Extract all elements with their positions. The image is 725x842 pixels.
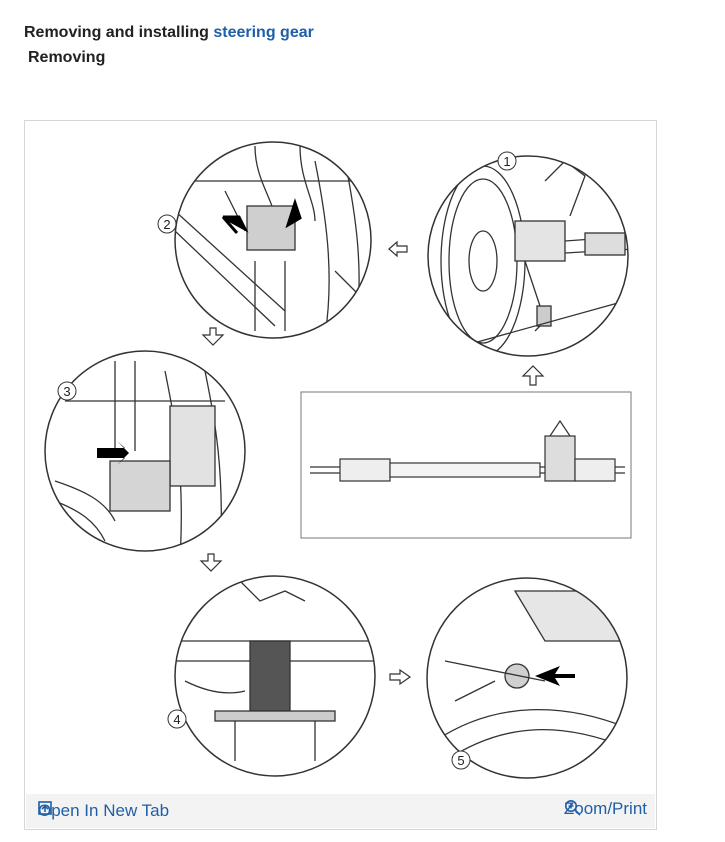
step-4-number: 4 <box>173 712 180 727</box>
open-new-tab-button[interactable]: Open In New Tab <box>38 801 169 821</box>
step-4-badge <box>167 709 187 729</box>
flow-arrow-icon <box>388 240 408 258</box>
step-3-badge <box>57 381 77 401</box>
step-1-badge <box>497 151 517 171</box>
step-1-illustration <box>427 155 629 357</box>
pointer-arrow-icon <box>221 215 249 234</box>
step-5-badge <box>451 750 471 770</box>
procedure-figure: 1 2 3 4 5 Open In New Tab Zoom/Print <box>24 120 657 830</box>
flow-arrow-icon <box>201 327 225 346</box>
step-5-illustration <box>426 577 628 779</box>
zoom-print-button[interactable]: Zoom/Print <box>564 799 647 819</box>
step-3-illustration <box>44 350 246 552</box>
figure-toolbar: Open In New Tab Zoom/Print <box>26 794 655 828</box>
step-2-number: 2 <box>163 217 170 232</box>
pointer-arrow-icon <box>285 198 302 229</box>
step-2-illustration <box>174 141 372 339</box>
steering-gear-drawing <box>300 391 632 539</box>
step-4-illustration <box>174 575 376 777</box>
pointer-arrow-icon <box>97 441 129 465</box>
open-new-tab-icon <box>38 801 52 815</box>
page-heading: Removing and installing steering gear <box>24 22 314 44</box>
heading-text: Removing and installing <box>24 24 214 41</box>
zoom-print-label: Zoom/Print <box>563 799 647 818</box>
open-new-tab-label: Open In New Tab <box>38 801 170 820</box>
step-2-badge <box>157 214 177 234</box>
procedure-illustration: 1 2 3 4 5 <box>44 141 632 779</box>
step-3-number: 3 <box>63 384 70 399</box>
section-subheading: Removing <box>28 49 106 66</box>
flow-arrow-icon <box>199 553 223 572</box>
zoom-in-icon <box>564 800 581 816</box>
flow-arrow-icon <box>521 365 545 386</box>
steering-gear-link[interactable]: steering gear <box>213 24 314 41</box>
step-1-number: 1 <box>503 154 510 169</box>
pointer-arrow-icon <box>535 666 575 686</box>
step-5-number: 5 <box>457 753 464 768</box>
flow-arrow-icon <box>389 668 412 686</box>
